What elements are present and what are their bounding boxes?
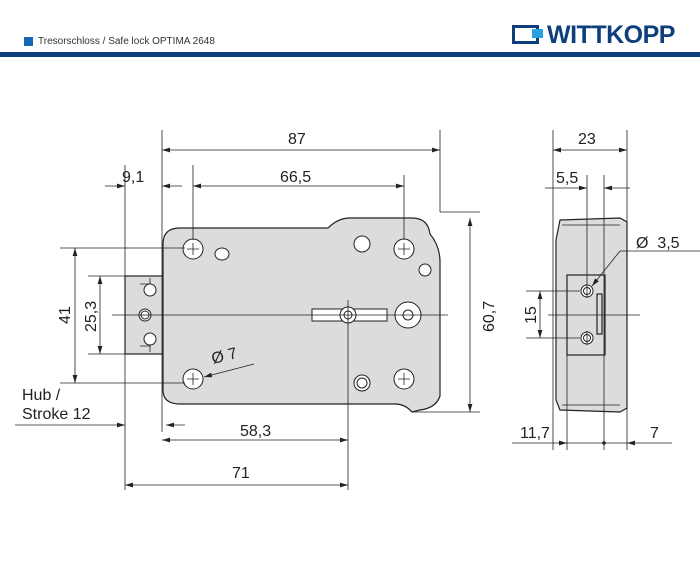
mounting-holes [182,238,415,390]
dim-hole-spacing-v: 41 [57,306,74,324]
dim-overall-width: 87 [288,131,306,148]
dim-spindle-from-face: 58,3 [240,423,271,440]
dim-depth: 23 [578,131,596,148]
header-title: Tresorschloss / Safe lock OPTIMA 2648 [24,36,215,47]
dim-height: 60,7 [481,301,498,332]
dim-screw-spacing: 15 [523,306,540,324]
dim-left: 11,7 [520,425,550,442]
dim-hole-spacing-h: 66,5 [280,169,311,186]
stroke-label: Hub / [22,387,61,404]
dim-screw-diameter: Ø 3,5 [636,235,680,252]
dim-bolt-height: 25,3 [83,301,100,332]
dim-bolt-offset: 9,1 [122,169,144,186]
document-title: Tresorschloss / Safe lock OPTIMA 2648 [38,36,215,47]
dim-spindle-from-bolt: 71 [232,465,250,482]
brand-name: WITTKOPP [547,20,675,49]
side-view: 23 5,5 Ø 3,5 15 11,7 7 [512,130,700,450]
dim-offset: 5,5 [556,170,578,187]
front-view: 87 9,1 66,5 60,7 41 25,3 Ø 7 58,3 71 Hub… [15,130,498,490]
logo-mark-icon [512,25,543,44]
header-bullet-icon [24,37,33,46]
header-divider [0,52,700,57]
dim-right: 7 [650,425,659,442]
brand-logo: WITTKOPP [512,20,675,49]
dim-hole-diameter: Ø 7 [210,345,239,368]
stroke-label-en: Stroke 12 [22,406,91,423]
